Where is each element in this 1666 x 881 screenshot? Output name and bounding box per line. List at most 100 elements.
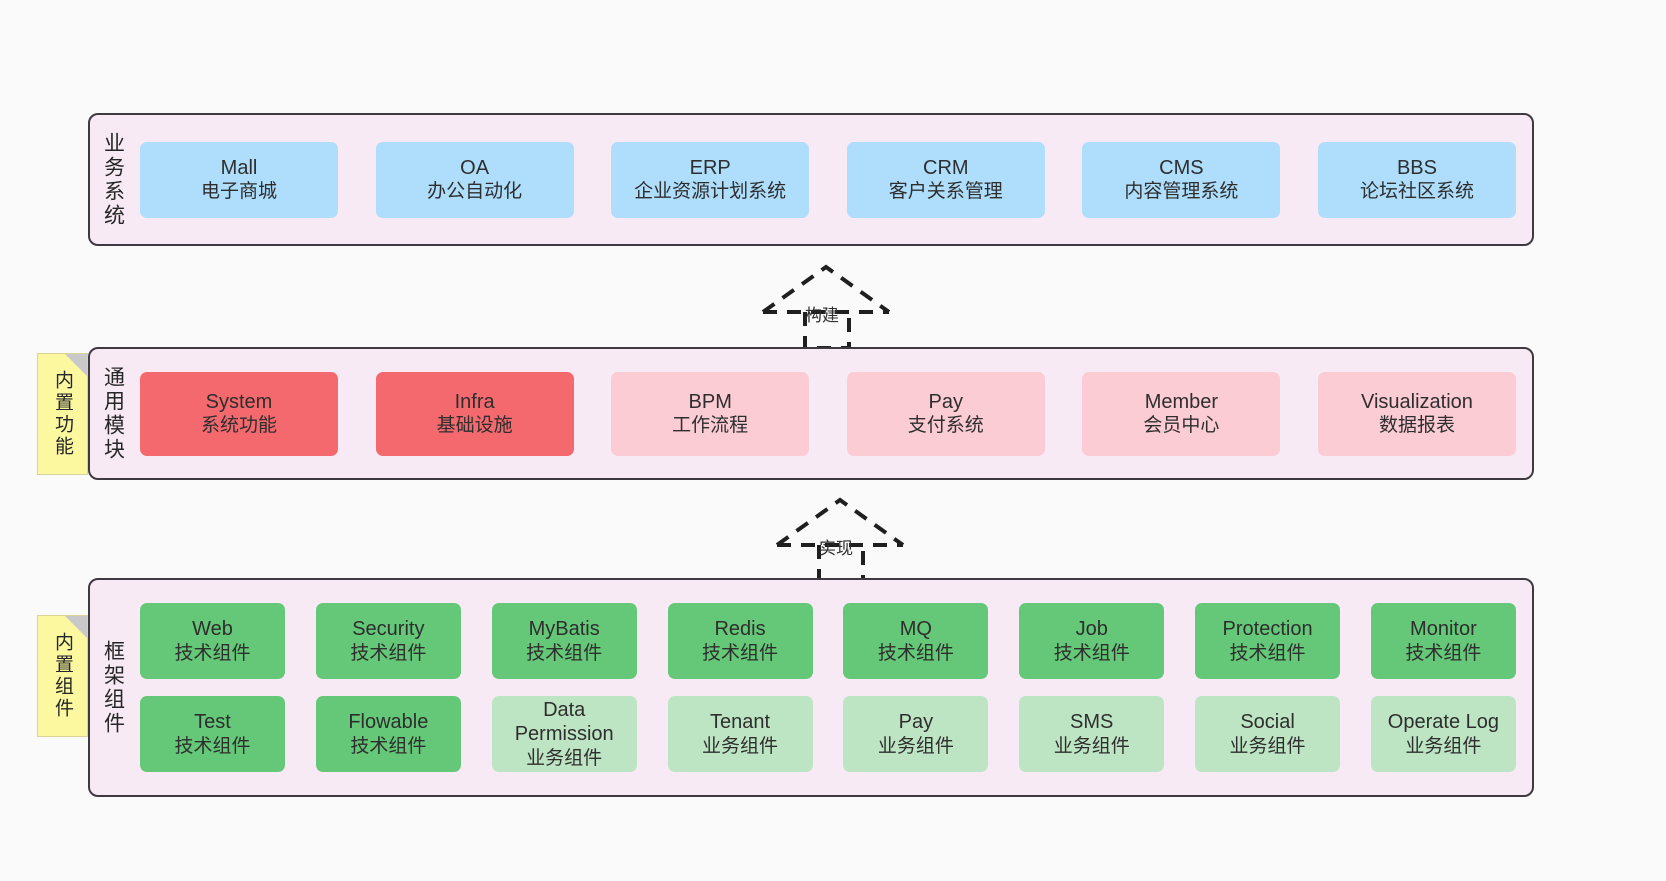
card-title: Operate Log	[1387, 711, 1499, 734]
card-title: Protection	[1222, 618, 1313, 641]
card-title: Member	[1144, 390, 1219, 413]
card-subtitle: 会员中心	[1143, 415, 1220, 437]
card-title: BPM	[688, 390, 732, 413]
card-title: MyBatis	[528, 618, 600, 641]
card-subtitle: 技术组件	[1405, 642, 1482, 664]
card-title: System	[205, 390, 273, 413]
card-subtitle: 数据报表	[1378, 415, 1455, 437]
card-subtitle: 业务组件	[1053, 735, 1130, 757]
card-subtitle: 技术组件	[526, 642, 603, 664]
note-fold-corner-icon	[65, 616, 87, 638]
card-title: OA	[460, 156, 490, 179]
card-subtitle: 论坛社区系统	[1359, 181, 1474, 203]
card-subtitle: 业务组件	[877, 735, 954, 757]
note-builtin-features-label: 内置功能	[52, 370, 73, 458]
layer-framework-title: 框架组件	[101, 639, 125, 736]
note-builtin-components-label: 内置组件	[52, 632, 73, 720]
card-title: CRM	[923, 156, 969, 179]
card-title: Pay	[898, 711, 934, 734]
card-title: SMS	[1070, 711, 1114, 734]
card-title: Test	[194, 711, 231, 734]
card-subtitle: 支付系统	[907, 415, 984, 437]
card-title: Tenant	[710, 711, 771, 734]
card-title: MQ	[899, 618, 932, 641]
card-title: ERP	[689, 156, 731, 179]
card-subtitle: 技术组件	[877, 642, 954, 664]
card-title: BBS	[1396, 156, 1437, 179]
card-subtitle: 技术组件	[350, 735, 427, 757]
card-subtitle: 业务组件	[702, 735, 779, 757]
card-title: Monitor	[1410, 618, 1477, 641]
note-builtin-components: 内置组件	[37, 615, 88, 737]
card-subtitle: 基础设施	[436, 415, 513, 437]
card-subtitle: 电子商城	[200, 181, 277, 203]
card-title: Mall	[220, 156, 258, 179]
card-subtitle: 系统功能	[200, 415, 277, 437]
card-subtitle: 技术组件	[174, 642, 251, 664]
card-subtitle: 业务组件	[1405, 735, 1482, 757]
card-title: CMS	[1159, 156, 1204, 179]
note-fold-corner-icon	[65, 354, 87, 376]
card-subtitle: 内容管理系统	[1124, 181, 1239, 203]
layer-business-title: 业务系统	[101, 131, 125, 228]
card-subtitle: 企业资源计划系统	[634, 181, 787, 203]
card-subtitle: 技术组件	[1053, 642, 1130, 664]
connector-implement-arrow: 实现	[769, 491, 919, 583]
card-title: Flowable	[348, 711, 429, 734]
card-title: Redis	[714, 618, 766, 641]
card-title: Web	[192, 618, 233, 641]
card-subtitle: 技术组件	[174, 735, 251, 757]
card-subtitle: 业务组件	[526, 747, 603, 769]
connector-build-label: 构建	[805, 306, 839, 325]
card-subtitle: 技术组件	[702, 642, 779, 664]
connector-implement-label: 实现	[819, 539, 853, 558]
connector-build-arrow: 构建	[755, 258, 905, 350]
card-subtitle: 业务组件	[1229, 735, 1306, 757]
card-title: Job	[1075, 618, 1108, 641]
layer-module-title: 通用模块	[101, 365, 125, 462]
card-title: Social	[1240, 711, 1295, 734]
card-subtitle: 办公自动化	[427, 181, 523, 203]
card-title: Data Permission	[514, 699, 614, 746]
card-subtitle: 工作流程	[672, 415, 749, 437]
